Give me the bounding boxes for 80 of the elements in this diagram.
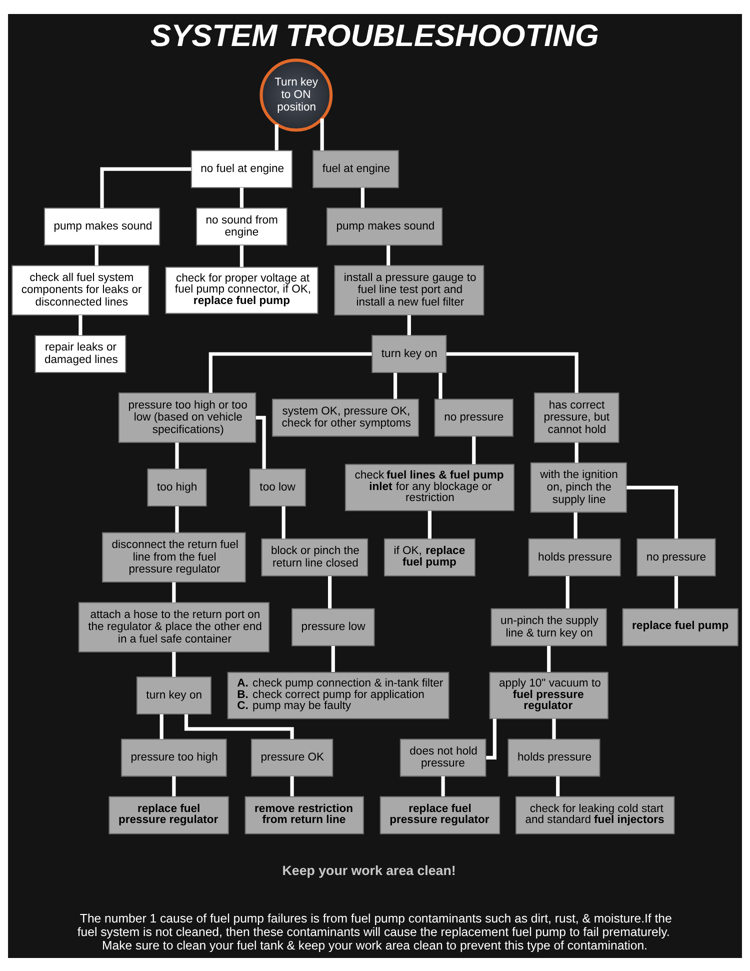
- connector: [674, 576, 678, 608]
- node-box: pump makes sound: [326, 207, 443, 246]
- node-box: check all fuel system components for leaks or disconnected lines: [12, 264, 150, 315]
- connector: [175, 506, 179, 532]
- node-box: pressure low: [292, 608, 375, 646]
- node-box: apply 10" vacuum to fuel pressure regulator: [489, 671, 608, 719]
- connector: [172, 582, 176, 602]
- connector: [100, 166, 192, 208]
- node-circle: Turn key to ON position: [260, 58, 333, 132]
- node-box: turn key on: [136, 676, 212, 714]
- node-box: check fuel lines & fuel pump inlet for any blockage or restriction: [344, 463, 514, 511]
- connector: [428, 510, 432, 538]
- connector: [556, 776, 560, 796]
- connector: [320, 118, 324, 150]
- node-box: too low: [249, 468, 306, 506]
- connector: [446, 352, 578, 392]
- node-box: repair leaks or damaged lines: [34, 334, 126, 372]
- connector: [574, 512, 578, 538]
- connector: [626, 485, 678, 538]
- node-box: no pressure: [434, 398, 514, 436]
- connector: [78, 314, 82, 335]
- connector: [574, 442, 578, 462]
- node-box: has correct pressure, but cannot hold: [534, 392, 620, 442]
- label: Keep your work area clean!: [282, 862, 456, 878]
- connector: [486, 718, 496, 759]
- connector: [175, 442, 179, 468]
- node-box: remove restriction from return line: [244, 796, 364, 834]
- connector: [172, 651, 176, 676]
- connector: [438, 372, 442, 398]
- connector: [94, 244, 98, 266]
- connector: [386, 244, 390, 266]
- node-box: pressure OK: [250, 738, 334, 776]
- connector: [407, 314, 411, 335]
- connector: [393, 372, 398, 398]
- node-box: install a pressure gauge to fuel line test port and install a new fuel filter: [334, 264, 484, 315]
- node-box: check for proper voltage at fuel pump connector, if OK, replace fuel pump: [165, 266, 318, 314]
- connector: [472, 436, 476, 464]
- connector: [184, 714, 294, 738]
- connector: [240, 244, 244, 266]
- node-box: block or pinch the return line closed: [261, 538, 368, 576]
- node-box: A. check pump connection & in-tank filter B. check correct pump for application C. pump may be faulty: [227, 671, 450, 719]
- node-box: holds pressure: [508, 738, 600, 776]
- node-box: replace fuel pressure regulator: [108, 796, 229, 834]
- diagram-title: SYSTEM TROUBLESHOOTING: [150, 17, 599, 52]
- connector: [547, 645, 551, 672]
- connector: [552, 718, 556, 739]
- node-box: disconnect the return fuel line from the fuel pressure regulator: [102, 532, 246, 582]
- connector: [172, 776, 176, 796]
- connector: [441, 776, 445, 796]
- node-box: pressure too high: [121, 738, 227, 776]
- node-box: attach a hose to the return port on the regulator & place the other end in a fuel safe container: [78, 602, 270, 652]
- connector: [360, 187, 364, 208]
- node-box: un-pinch the supply line & turn key on: [490, 608, 607, 646]
- node-box: if OK, replace fuel pump: [384, 538, 476, 576]
- connector: [274, 124, 278, 150]
- node-box: pressure too high or too low (based on vehicle specifications): [118, 392, 256, 442]
- connector: [240, 187, 244, 208]
- connector: [290, 776, 294, 796]
- node-box: replace fuel pressure regulator: [380, 796, 500, 834]
- connector: [208, 352, 372, 392]
- node-box: turn key on: [372, 334, 447, 372]
- connector: [328, 576, 332, 608]
- node-box: replace fuel pump: [622, 608, 738, 646]
- node-box: holds pressure: [528, 538, 621, 576]
- connector: [331, 645, 335, 672]
- connector: [282, 506, 286, 538]
- node-box: too high: [147, 468, 207, 506]
- node-box: check for leaking cold start and standard fuel injectors: [515, 796, 675, 834]
- node-box: system OK, pressure OK, check for other symptoms: [272, 398, 419, 436]
- connector: [566, 576, 570, 608]
- node-box: no fuel at engine: [190, 150, 293, 188]
- connector: [256, 415, 266, 468]
- node-box: fuel at engine: [312, 150, 399, 188]
- label: The number 1 cause of fuel pump failures is from fuel pump contaminants such as dirt, rust, & moisture.If the fuel system is not cleaned, then these contaminants will cause the replacement fuel pump to fail prematurely. Make sure to clean your fuel tank & keep your work area clean to prevent this type of contamination.: [77, 911, 672, 952]
- connector: [160, 714, 164, 739]
- node-box: does not hold pressure: [400, 738, 486, 776]
- node-box: pump makes sound: [44, 207, 160, 246]
- node-box: no sound from engine: [196, 207, 288, 246]
- node-box: with the ignition on, pinch the supply line: [530, 462, 627, 512]
- node-box: no pressure: [636, 538, 716, 576]
